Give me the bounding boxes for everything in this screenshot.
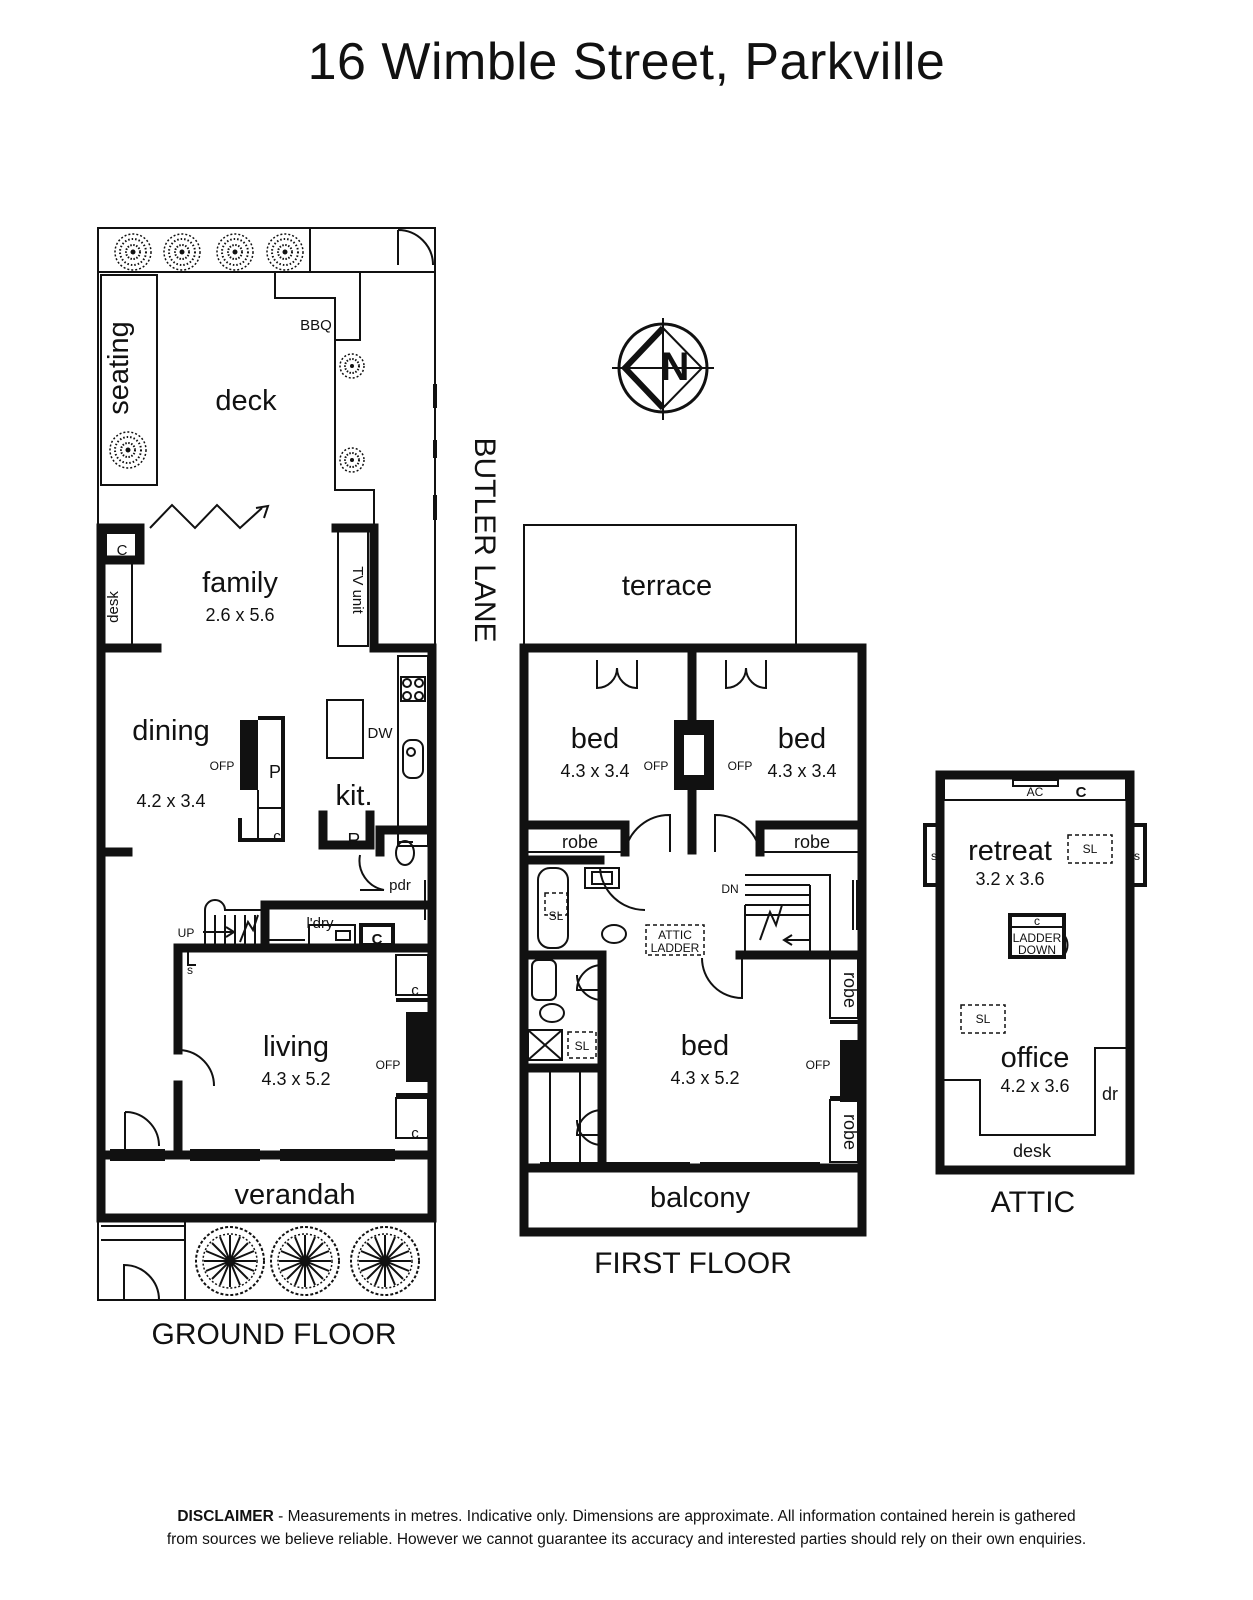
bed-left-ofp-label: OFP — [644, 759, 669, 773]
deck-label: deck — [215, 385, 277, 417]
living-room-label: living — [263, 1031, 329, 1063]
first-floor-plan — [519, 524, 867, 1237]
dining-room-label: dining — [132, 715, 209, 747]
living-cupboard-top-label: c — [411, 982, 419, 999]
retreat-dims: 3.2 x 3.6 — [975, 869, 1044, 889]
disclaimer-label: DISCLAIMER — [177, 1508, 274, 1525]
dining-room-dims: 4.2 x 3.4 — [136, 791, 205, 811]
first-floor-heading: FIRST FLOOR — [594, 1247, 792, 1280]
living-room-dims: 4.3 x 5.2 — [261, 1069, 330, 1089]
attic-c-lower-label: c — [1034, 914, 1040, 928]
attic-s-left-label: s — [931, 849, 937, 863]
laundry-cupboard-label: C — [372, 931, 383, 948]
pantry-label: P — [269, 762, 281, 782]
attic-s-right-label: s — [1134, 849, 1140, 863]
stairs-up-label: UP — [178, 926, 195, 940]
cupboard-label: C — [117, 542, 128, 559]
robe-main-top-label: robe — [840, 972, 860, 1008]
ground-floor-heading: GROUND FLOOR — [151, 1318, 396, 1351]
attic-plan — [923, 770, 1147, 1175]
desk-label: desk — [105, 591, 122, 623]
attic-c-upper-label: C — [1076, 784, 1087, 801]
bed-main-ofp-label: OFP — [806, 1058, 831, 1072]
office-label: office — [1001, 1042, 1070, 1074]
tv-unit-label: TV unit — [349, 566, 366, 614]
family-room-dims: 2.6 x 5.6 — [205, 605, 274, 625]
ladder-down-label-1: LADDER — [1013, 931, 1062, 945]
kitchen-cupboard-label: c — [273, 828, 281, 845]
seating-label: seating — [103, 321, 135, 415]
dishwasher-label: DW — [368, 725, 394, 742]
attic-desk-label: desk — [1013, 1141, 1052, 1161]
laundry-label: l'dry — [306, 915, 334, 932]
robe-right-label: robe — [794, 832, 830, 852]
disclaimer: DISCLAIMER - Measurements in metres. Ind… — [0, 1505, 1253, 1551]
ground-s-label: s — [187, 963, 193, 977]
retreat-label: retreat — [968, 835, 1052, 867]
attic-ladder-label-2: LADDER — [651, 941, 700, 955]
bed-main-dims: 4.3 x 5.2 — [670, 1068, 739, 1088]
ensuite-skylight-label: SL — [575, 1039, 590, 1053]
office-skylight-label: SL — [976, 1012, 991, 1026]
bbq-label: BBQ — [300, 317, 332, 334]
powder-room-label: pdr — [389, 877, 411, 894]
robe-left-label: robe — [562, 832, 598, 852]
attic-ac-label: AC — [1027, 785, 1044, 799]
bath-skylight-label: SL — [549, 909, 564, 923]
ground-floor-plan — [96, 227, 437, 1301]
bed-left-label: bed — [571, 723, 619, 755]
bed-right-ofp-label: OFP — [728, 759, 753, 773]
bed-left-dims: 4.3 x 3.4 — [560, 761, 629, 781]
ladder-down-label-2: DOWN — [1018, 943, 1056, 957]
stairs-down-label: DN — [721, 882, 738, 896]
bed-right-label: bed — [778, 723, 826, 755]
north-compass-icon — [612, 318, 714, 420]
retreat-skylight-label: SL — [1083, 842, 1098, 856]
living-cupboard-bottom-label: c — [411, 1125, 419, 1142]
skylight-bath — [544, 892, 568, 916]
disclaimer-line-2: from sources we believe reliable. Howeve… — [166, 1531, 1087, 1548]
attic-ladder-label-1: ATTIC — [658, 928, 692, 942]
family-room-label: family — [202, 567, 278, 599]
attic-heading: ATTIC — [991, 1186, 1075, 1219]
office-dims: 4.2 x 3.6 — [1000, 1076, 1069, 1096]
terrace-label: terrace — [622, 570, 712, 602]
bed-main-label: bed — [681, 1030, 729, 1062]
page-title: 16 Wimble Street, Parkville — [307, 33, 946, 91]
drawers-label: dr — [1102, 1084, 1118, 1104]
dining-ofp-label: OFP — [210, 759, 235, 773]
street-label: BUTLER LANE — [468, 437, 501, 642]
fridge-label: R — [348, 830, 361, 850]
balcony-label: balcony — [650, 1182, 750, 1214]
robe-main-bottom-label: robe — [840, 1114, 860, 1150]
disclaimer-line-1: - Measurements in metres. Indicative onl… — [273, 1508, 1076, 1525]
living-ofp-label: OFP — [376, 1058, 401, 1072]
compass-letter: N — [661, 345, 690, 389]
kitchen-label: kit. — [335, 780, 372, 812]
verandah-label: verandah — [235, 1179, 356, 1211]
bed-right-dims: 4.3 x 3.4 — [767, 761, 836, 781]
